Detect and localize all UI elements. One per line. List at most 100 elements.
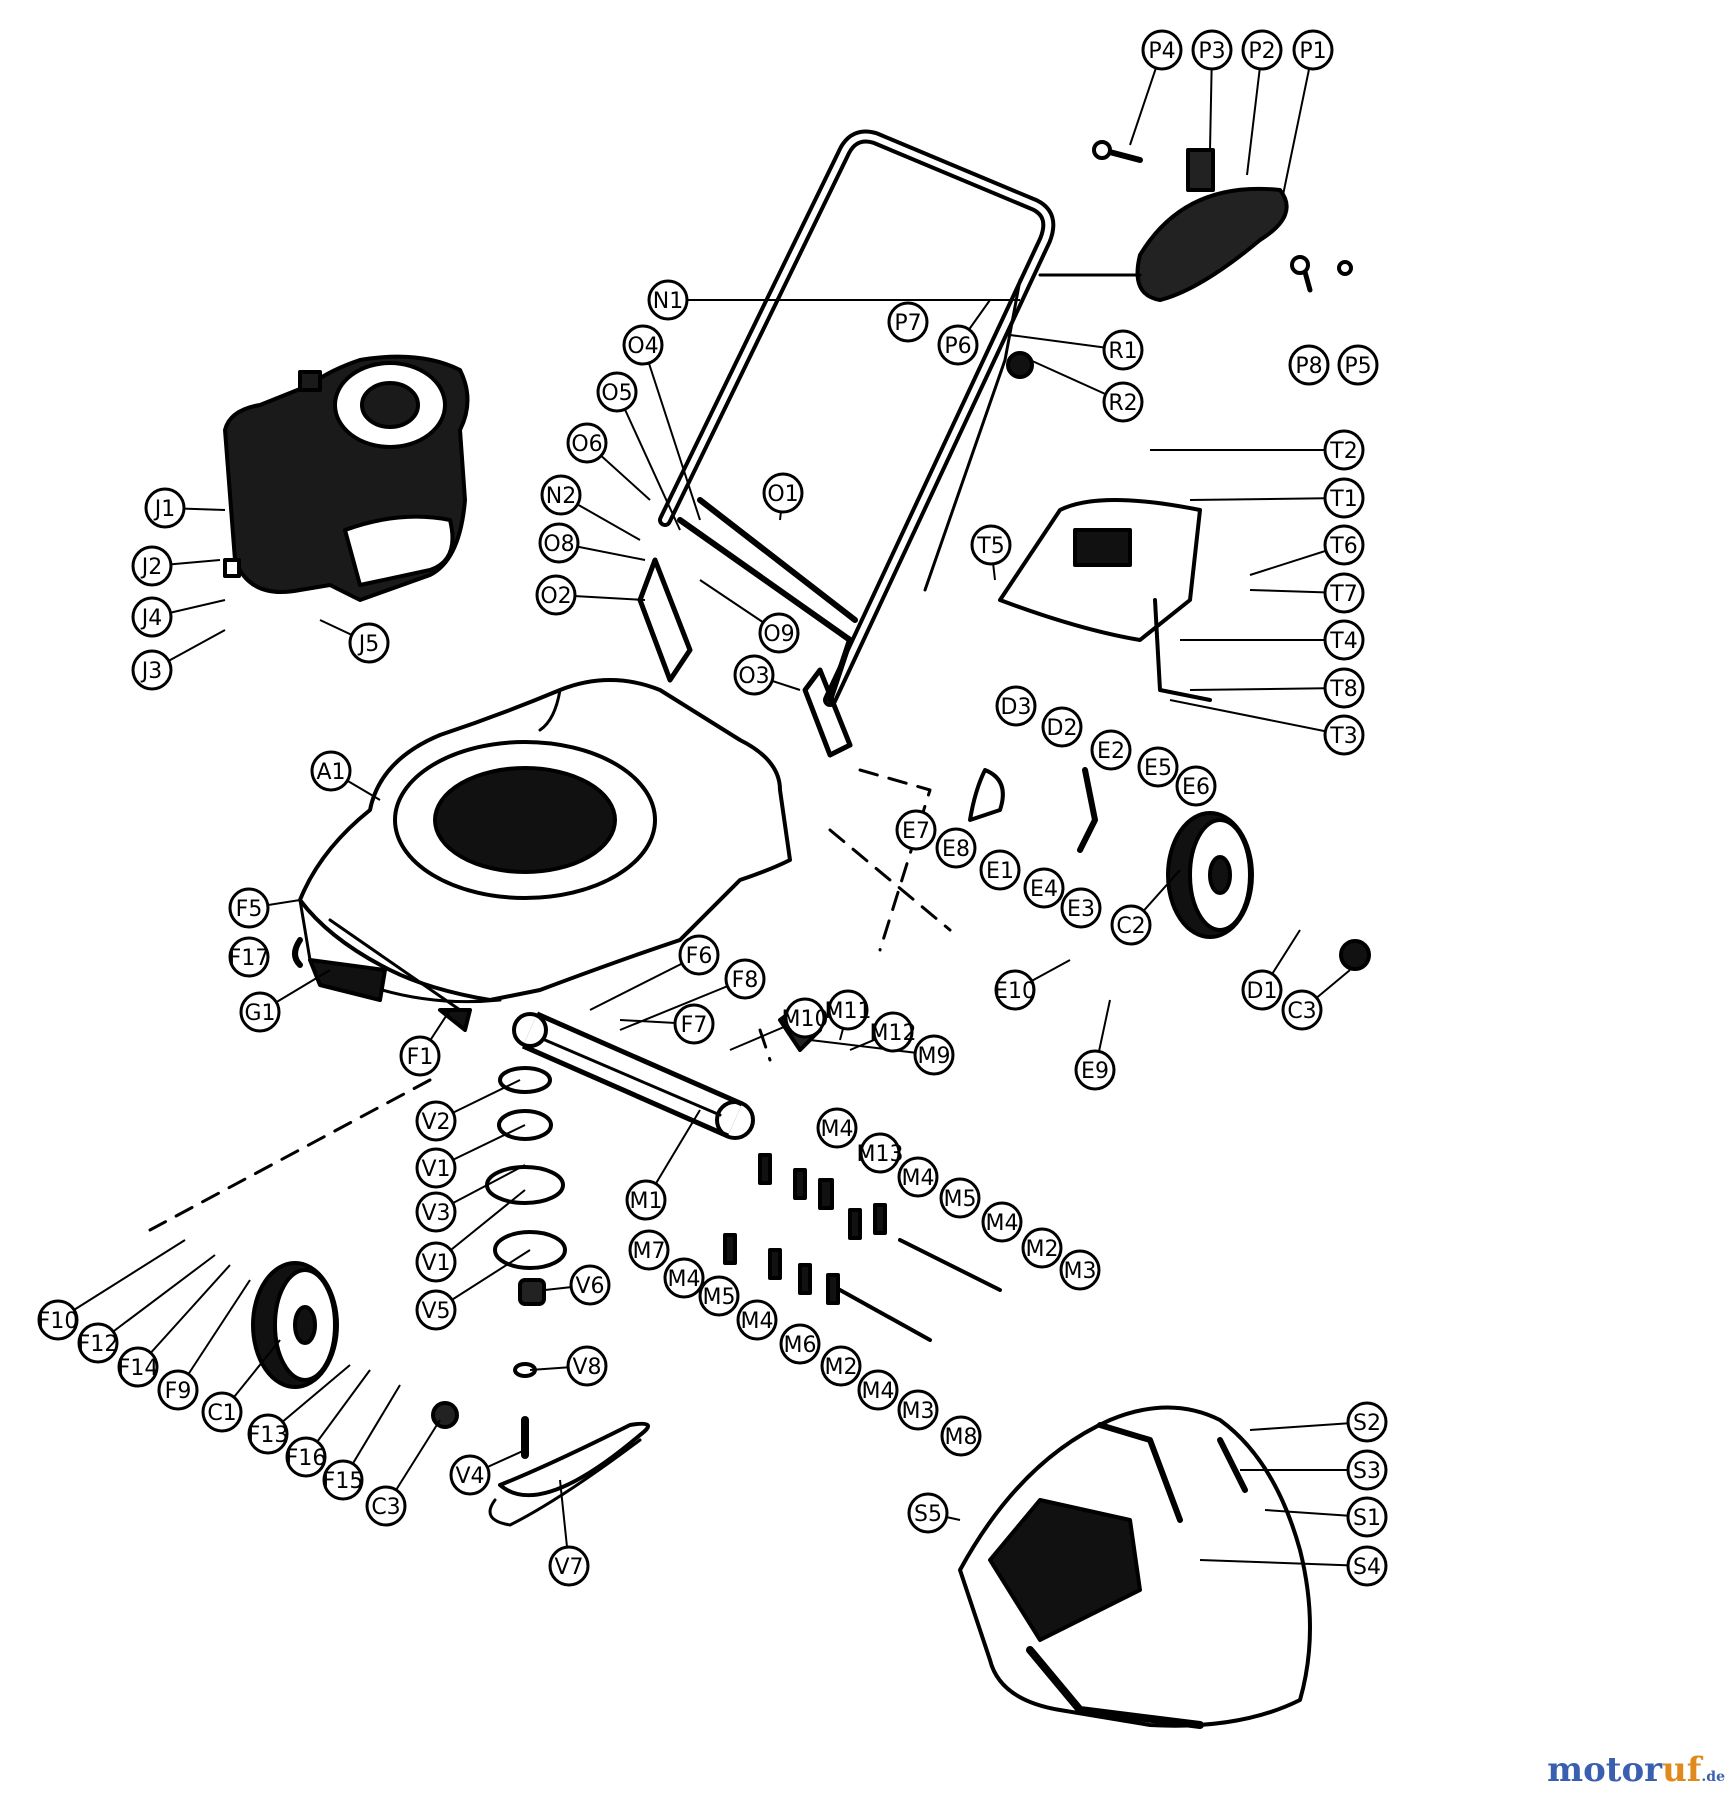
callout-circle [1346,1545,1388,1587]
part-callout-f16: F16 [285,1436,327,1478]
callout-text: P4 [1148,39,1175,64]
callout-text: V2 [421,1110,450,1135]
callout-circle [1346,1449,1388,1491]
part-callout-v1: V1 [415,1241,457,1283]
part-callout-m2: M2 [820,1345,862,1387]
callout-text: V6 [575,1274,604,1299]
callout-text: F12 [78,1332,119,1357]
callout-circle [1323,524,1365,566]
callout-text: T8 [1329,677,1357,702]
callout-circle [1346,1401,1388,1443]
callout-circle [887,301,929,343]
callout-circle [131,545,173,587]
part-callout-s3: S3 [1346,1449,1388,1491]
callout-circle [1323,572,1365,614]
callout-circle [1323,667,1365,709]
part-callout-m12: M12 [870,1011,916,1053]
part-callout-o9: O9 [758,612,800,654]
callout-text: M2 [1026,1237,1059,1262]
callout-circle [1137,746,1179,788]
part-callout-t7: T7 [1323,572,1365,614]
callout-text: P1 [1299,39,1326,64]
callout-text: C2 [1116,914,1145,939]
callout-circle [1337,344,1379,386]
part-callout-s1: S1 [1346,1496,1388,1538]
callout-circle [1191,29,1233,71]
callout-text: F7 [681,1013,708,1038]
part-callout-d2: D2 [1041,706,1083,748]
part-callout-m5: M5 [939,1177,981,1219]
callout-text: T6 [1329,534,1357,559]
callout-text: F17 [229,946,270,971]
callout-circle [647,279,689,321]
part-callout-p6: P6 [937,324,979,366]
part-callout-v6: V6 [569,1264,611,1306]
callout-text: E4 [1030,877,1058,902]
part-callout-t6: T6 [1323,524,1365,566]
pulley-parts [485,1066,650,1527]
callout-circle [131,649,173,691]
callout-circle [935,827,977,869]
callout-circle [1346,1496,1388,1538]
callout-text: P5 [1344,354,1371,379]
callout-circle [131,596,173,638]
part-callout-j4: J4 [131,596,173,638]
callout-circle [940,1415,982,1457]
callout-circle [897,1156,939,1198]
grass-catcher [958,1405,1312,1729]
callout-circle [77,1322,119,1364]
callout-text: T3 [1329,724,1357,749]
part-callout-f8: F8 [724,958,766,1000]
part-callout-f14: F14 [117,1346,159,1388]
part-callout-v4: V4 [449,1454,491,1496]
callout-circle [1090,729,1132,771]
leader-line [137,1264,231,1368]
part-callout-o5: O5 [596,371,638,413]
watermark-part-b: uf [1662,1750,1702,1790]
callout-text: O9 [763,622,794,647]
callout-circle [1102,381,1144,423]
part-callout-c2: C2 [1110,904,1152,946]
watermark-part-c: .de [1701,1769,1725,1785]
callout-circle [724,958,766,1000]
callout-text: P8 [1295,354,1322,379]
part-callout-f15: F15 [322,1459,364,1501]
callout-text: V1 [421,1157,450,1182]
part-callout-m1: M1 [625,1179,667,1221]
callout-text: M2 [825,1355,858,1380]
callout-text: N1 [653,289,683,314]
callout-circle [897,1389,939,1431]
callout-circle [994,969,1036,1011]
part-callout-m9: M9 [913,1034,955,1076]
part-callout-m4: M4 [816,1107,858,1149]
leader-line [642,344,701,521]
part-callout-c3: C3 [1281,989,1323,1031]
callout-text: P3 [1198,39,1225,64]
callout-text: T4 [1329,629,1357,654]
callout-circle [449,1454,491,1496]
callout-circle [872,1011,914,1053]
part-callout-m2: M2 [1021,1227,1063,1269]
callout-circle [673,1003,715,1045]
callout-text: E2 [1097,739,1125,764]
leader-line [1169,699,1345,736]
callout-text: J3 [140,659,163,684]
part-callout-e1: E1 [979,849,1021,891]
callout-circle [540,474,582,516]
callout-circle [937,324,979,366]
callout-circle [365,1485,407,1527]
callout-text: S2 [1353,1411,1381,1436]
callout-circle [228,887,270,929]
part-callout-m13: M13 [857,1132,903,1174]
part-callout-e10: E10 [994,969,1036,1011]
callout-text: E1 [986,859,1014,884]
part-callout-m7: M7 [628,1229,670,1271]
callout-circle [758,612,800,654]
callout-circle [1023,867,1065,909]
callout-circle [698,1275,740,1317]
callout-text: F15 [323,1469,364,1494]
wheels [251,811,1371,1429]
callout-circle [1110,904,1152,946]
leader-line [809,1039,935,1056]
